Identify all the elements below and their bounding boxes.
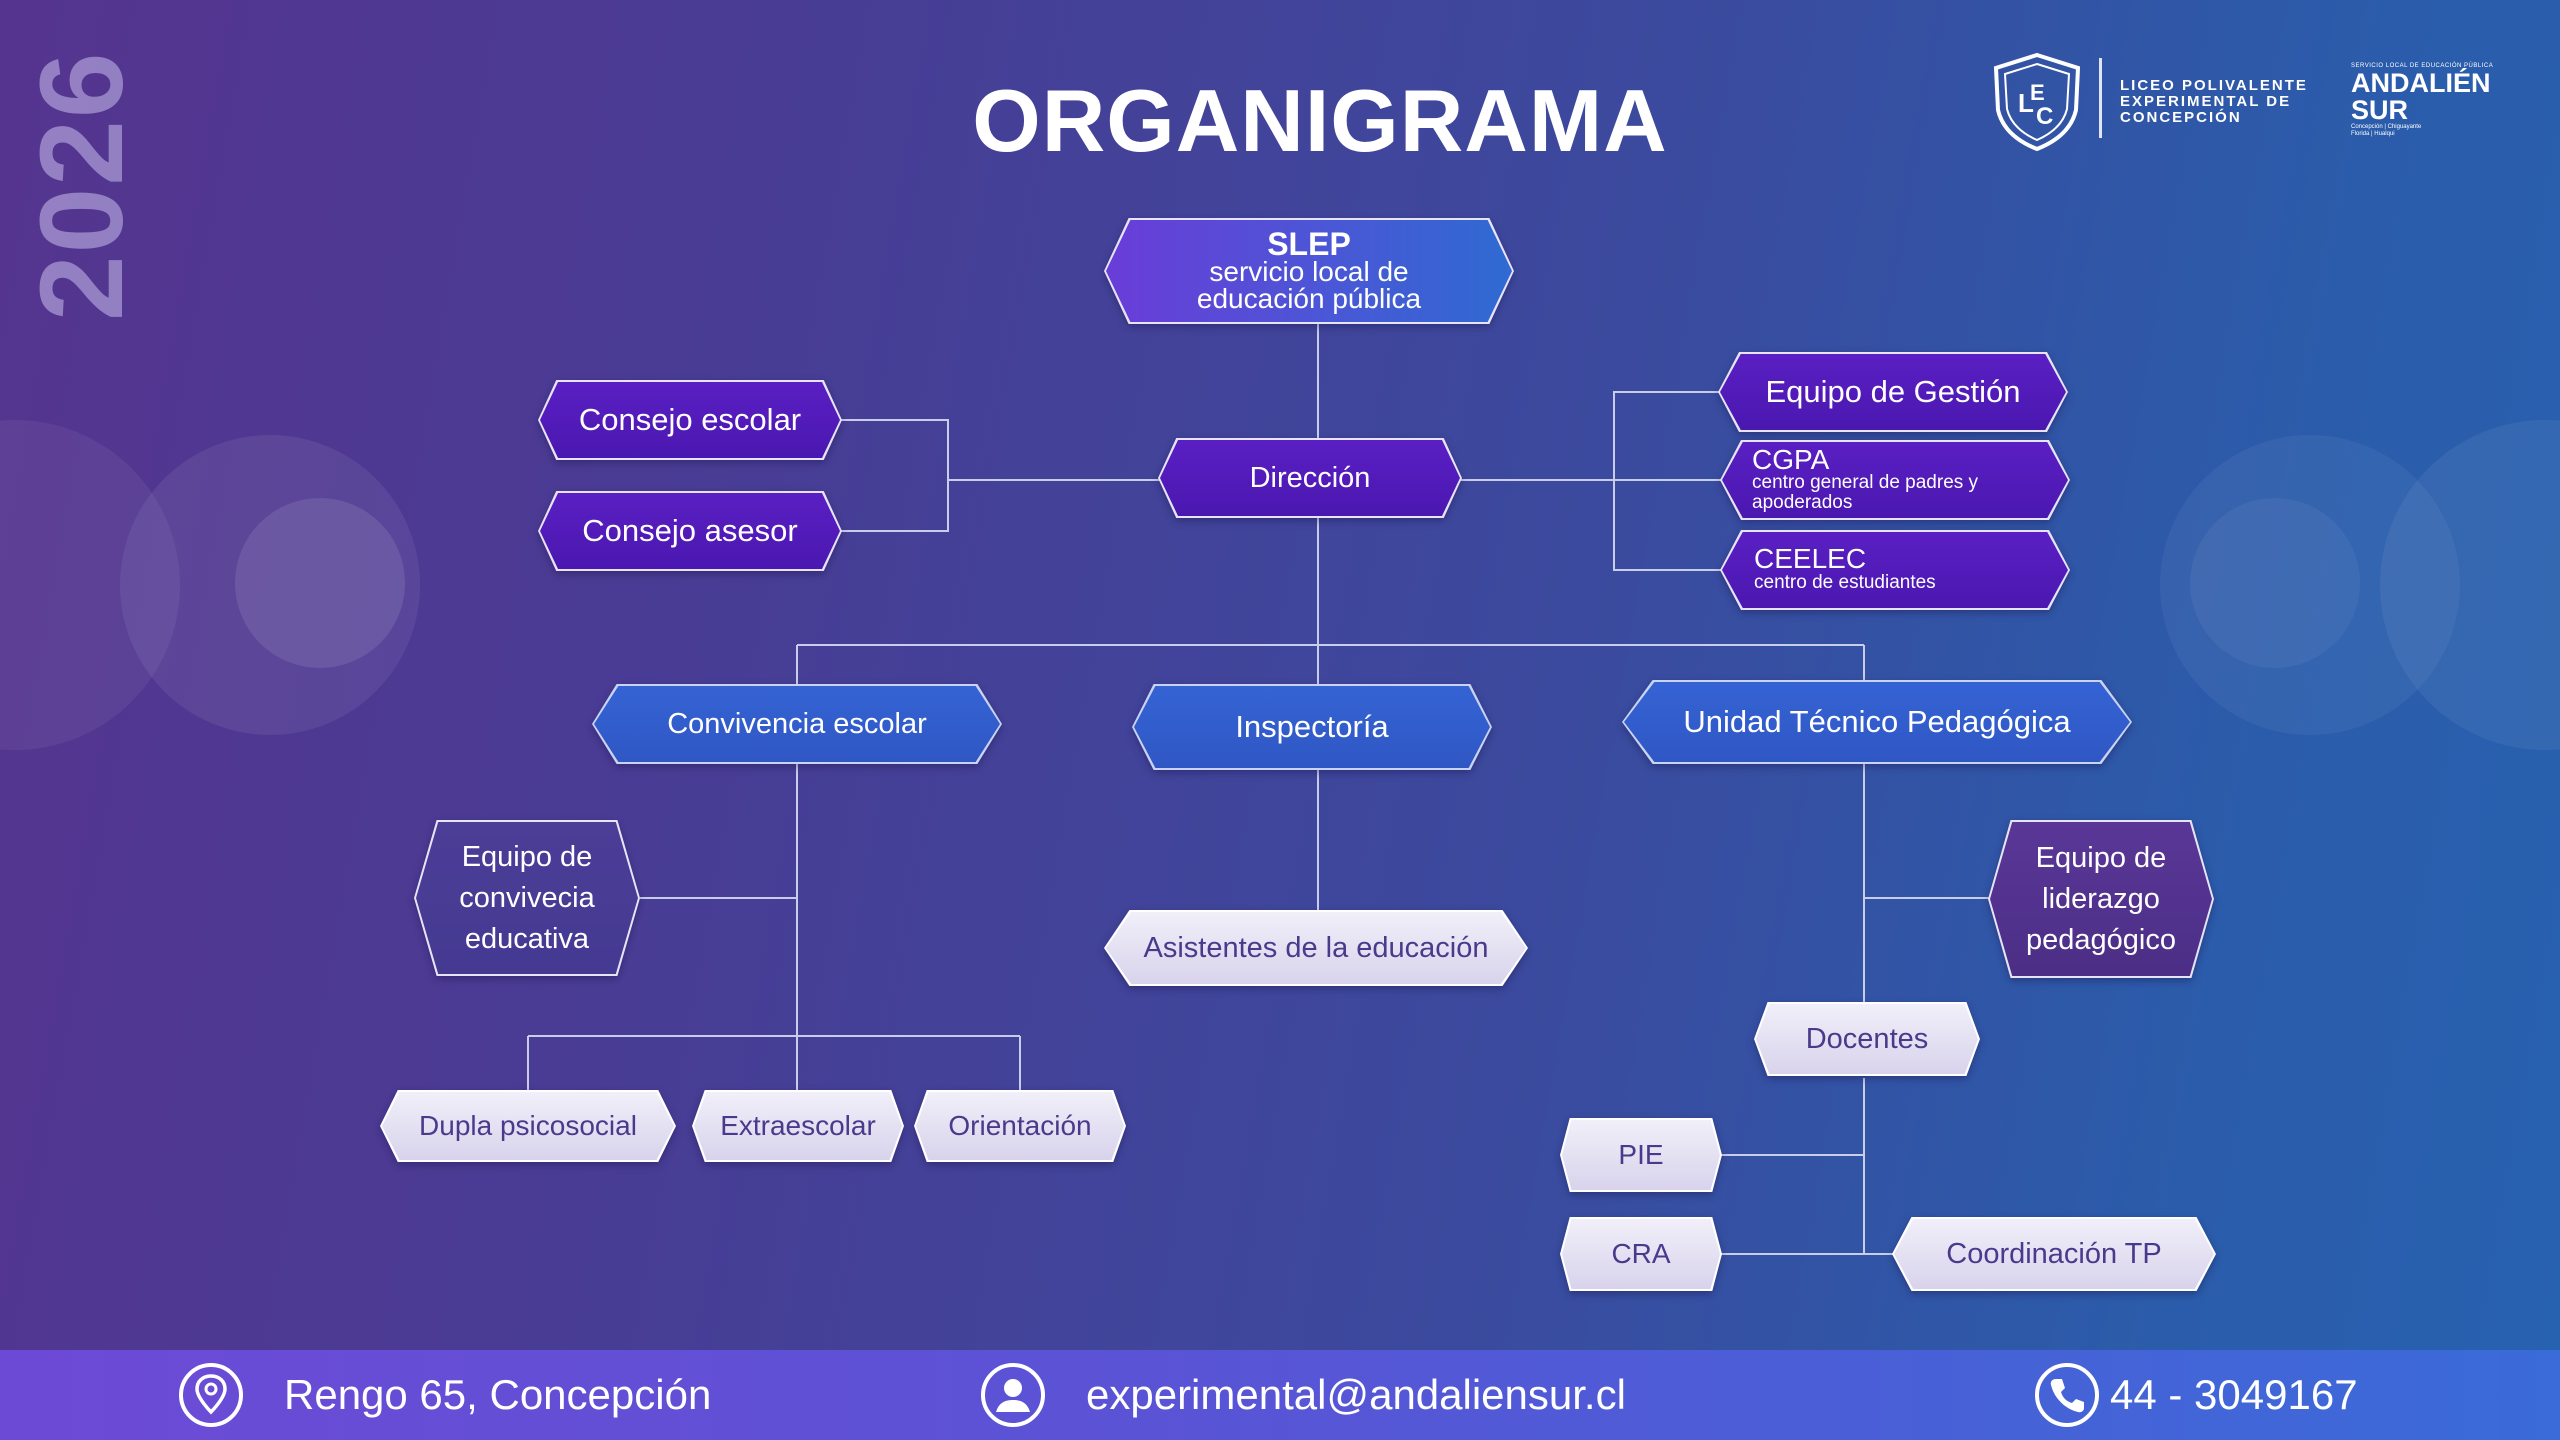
user-circle-icon — [981, 1363, 1045, 1427]
node-equipo-gestion: Equipo de Gestión — [1718, 352, 2068, 432]
pie-label: PIE — [1618, 1139, 1664, 1170]
decor-circle — [235, 498, 405, 668]
equipo-liderazgo-line: pedagógico — [2026, 923, 2176, 956]
map-pin-icon — [179, 1363, 243, 1427]
address-text: Rengo 65, Concepción — [284, 1371, 712, 1418]
node-coordinacion-tp: Coordinación TP — [1892, 1217, 2216, 1291]
decor-circle — [2160, 435, 2460, 735]
node-docentes: Docentes — [1754, 1002, 1980, 1076]
node-convivencia-escolar: Convivencia escolar — [592, 684, 1002, 764]
consejo-escolar-label: Consejo escolar — [578, 402, 802, 437]
consejo-asesor-label: Consejo asesor — [582, 513, 798, 548]
school-name-line: EXPERIMENTAL DE — [2120, 93, 2292, 110]
footer-bar: Rengo 65, Concepción experimental@andali… — [0, 1350, 2560, 1440]
svg-text:E: E — [2030, 80, 2045, 105]
slep-logo-communes: Concepción | Chiguayante — [2351, 124, 2422, 130]
school-shield-logo: L E C — [1993, 52, 2081, 152]
logo-divider — [2099, 58, 2102, 138]
footer-phone: 44 - 3049167 — [2034, 1350, 2358, 1440]
footer-address: Rengo 65, Concepción — [178, 1350, 711, 1440]
equipo-convivencia-line: convivecia — [459, 881, 595, 914]
node-consejo-escolar: Consejo escolar — [538, 380, 842, 460]
node-pie: PIE — [1560, 1118, 1722, 1192]
node-direccion: Dirección — [1158, 438, 1462, 518]
cra-label: CRA — [1611, 1238, 1671, 1269]
slep-logo-name-2: SUR — [2351, 95, 2409, 125]
node-cra: CRA — [1560, 1217, 1722, 1291]
equipo-gestion-label: Equipo de Gestión — [1765, 374, 2021, 409]
slep-subtitle-2: educación pública — [1196, 282, 1422, 314]
slep-logo-small: SERVICIO LOCAL DE EDUCACIÓN PÚBLICA — [2351, 63, 2494, 69]
slep-title: SLEP — [1267, 225, 1351, 262]
school-name-logo: LICEO POLIVALENTE EXPERIMENTAL DE CONCEP… — [2120, 78, 2320, 126]
extraescolar-label: Extraescolar — [720, 1110, 876, 1141]
node-utp: Unidad Técnico Pedagógica — [1622, 680, 2132, 764]
email-text[interactable]: experimental@andaliensur.cl — [1086, 1371, 1626, 1418]
phone-icon — [2035, 1363, 2099, 1427]
slep-subtitle-1: servicio local de — [1209, 255, 1409, 287]
node-asistentes-educacion: Asistentes de la educación — [1104, 910, 1528, 986]
convivencia-escolar-label: Convivencia escolar — [667, 707, 927, 740]
node-slep: SLEP servicio local de educación pública — [1104, 218, 1514, 324]
equipo-liderazgo-line: Equipo de — [2035, 841, 2167, 874]
svg-text:L: L — [2018, 88, 2034, 118]
coordinacion-tp-label: Coordinación TP — [1946, 1237, 2162, 1270]
footer-email: experimental@andaliensur.cl — [980, 1350, 1626, 1440]
inspectoria-label: Inspectoría — [1235, 709, 1389, 744]
slep-logo-communes-2: Florida | Hualqui — [2351, 131, 2395, 137]
cgpa-subtitle-1: centro general de padres y — [1752, 472, 1979, 493]
node-extraescolar: Extraescolar — [692, 1090, 904, 1162]
equipo-convivencia-line: educativa — [464, 922, 590, 955]
equipo-convivencia-line: Equipo de — [461, 840, 593, 873]
svg-text:C: C — [2036, 103, 2053, 130]
direccion-label: Dirección — [1249, 461, 1371, 494]
utp-label: Unidad Técnico Pedagógica — [1683, 704, 2071, 739]
equipo-liderazgo-line: liderazgo — [2042, 882, 2160, 915]
node-consejo-asesor: Consejo asesor — [538, 491, 842, 571]
node-inspectoria: Inspectoría — [1132, 684, 1492, 770]
node-equipo-convivencia: Equipo de convivecia educativa — [414, 820, 640, 976]
node-ceelec: CEELEC centro de estudiantes — [1720, 530, 2070, 610]
phone-text[interactable]: 44 - 3049167 — [2110, 1371, 2358, 1418]
school-name-line: CONCEPCIÓN — [2120, 109, 2242, 126]
node-cgpa: CGPA centro general de padres y apoderad… — [1720, 440, 2070, 520]
docentes-label: Docentes — [1805, 1022, 1929, 1055]
node-orientacion: Orientación — [914, 1090, 1126, 1162]
dupla-label: Dupla psicosocial — [419, 1110, 637, 1141]
slep-andalien-logo: SERVICIO LOCAL DE EDUCACIÓN PÚBLICA ANDA… — [2351, 62, 2511, 138]
page-title: ORGANIGRAMA — [972, 71, 1668, 170]
decor-circle — [2190, 498, 2360, 668]
slep-logo-name: ANDALIÉN — [2351, 68, 2491, 98]
node-equipo-liderazgo: Equipo de liderazgo pedagógico — [1988, 820, 2214, 978]
cgpa-subtitle-2: apoderados — [1752, 492, 1853, 513]
cgpa-title: CGPA — [1752, 444, 1830, 475]
node-dupla-psicosocial: Dupla psicosocial — [380, 1090, 676, 1162]
ceelec-title: CEELEC — [1754, 543, 1867, 574]
ceelec-subtitle: centro de estudiantes — [1754, 572, 1936, 593]
decor-circle — [120, 435, 420, 735]
school-name-line: LICEO POLIVALENTE — [2120, 77, 2308, 94]
asistentes-label: Asistentes de la educación — [1143, 931, 1489, 964]
orientacion-label: Orientación — [948, 1110, 1092, 1141]
